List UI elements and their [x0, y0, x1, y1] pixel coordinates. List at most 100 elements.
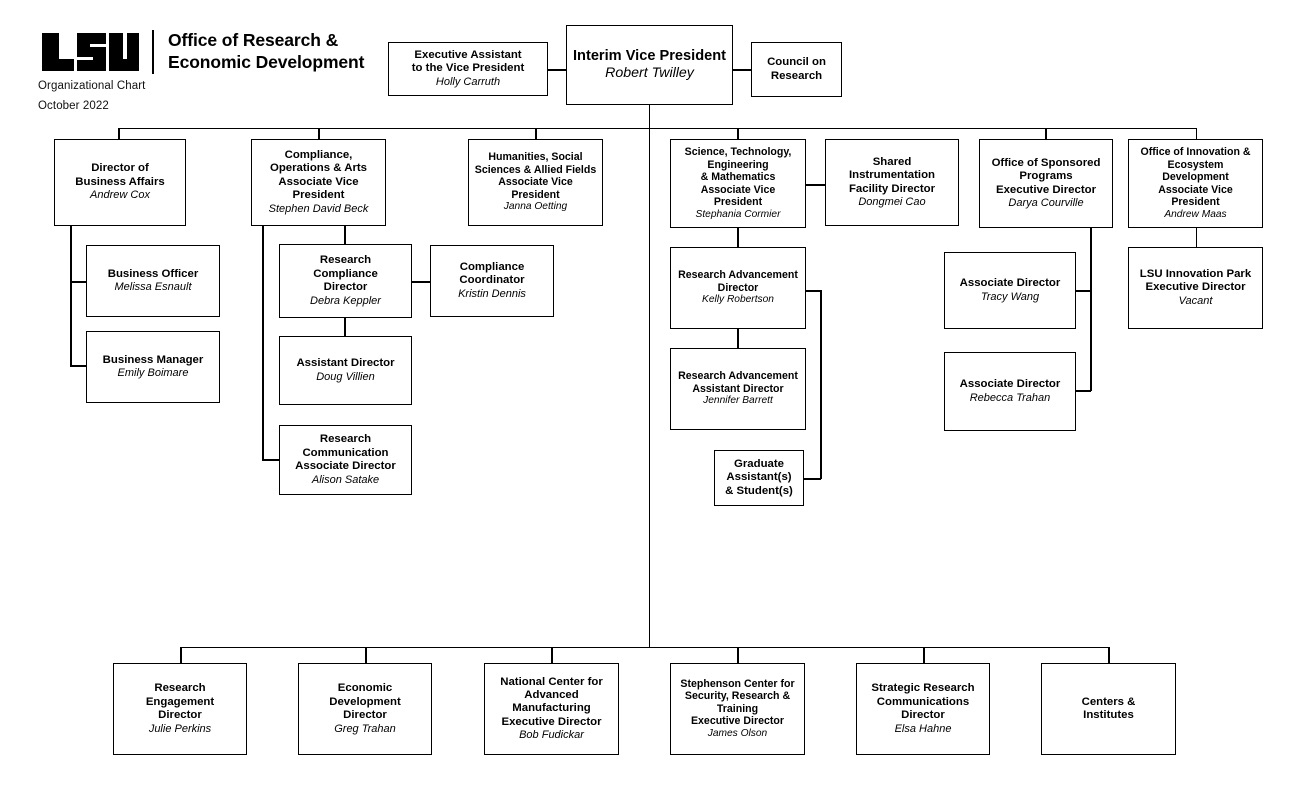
logo-divider [152, 30, 154, 74]
node-business-manager[interactable]: Business Manager Emily Boimare [86, 331, 220, 403]
node-title: Shared Instrumentation Facility Director [848, 155, 936, 195]
node-title: Associate Director [959, 378, 1061, 391]
node-assistant-director[interactable]: Assistant Director Doug Villien [279, 336, 412, 405]
edge-bottom-centers-institutes [1108, 647, 1110, 663]
node-title: Director of Business Affairs [75, 162, 165, 188]
edge-rad-raad [737, 329, 739, 348]
node-research-engagement[interactable]: Research Engagement Director Julie Perki… [113, 663, 247, 755]
edge-business-affairs-drop [70, 226, 72, 366]
node-research-communication[interactable]: Research Communication Associate Directo… [279, 425, 412, 495]
node-title: Research Advancement Director [678, 269, 798, 294]
node-research-advancement-assistant-director[interactable]: Research Advancement Assistant Director … [670, 348, 806, 430]
edge-bottom-stephenson [737, 647, 739, 663]
node-title: Office of Sponsored Programs Executive D… [991, 156, 1101, 196]
node-person: Andrew Maas [1164, 208, 1227, 220]
edge-sponsored-drop [1090, 228, 1092, 391]
node-ncam[interactable]: National Center for Advanced Manufacturi… [484, 663, 619, 755]
edge-rad-grad-drop [820, 290, 822, 479]
node-person: Holly Carruth [435, 75, 501, 88]
node-title: Humanities, Social Sciences & Allied Fie… [474, 151, 597, 201]
edge-compliance-to-rcd [344, 226, 346, 244]
edge-vp-exec-assistant [548, 69, 566, 71]
node-compliance-avp[interactable]: Compliance, Operations & Arts Associate … [251, 139, 386, 226]
edge-rad-grad-top [806, 290, 821, 292]
node-title: National Center for Advanced Manufacturi… [500, 675, 603, 728]
node-person: Vacant [1178, 294, 1213, 307]
node-person: Kristin Dennis [458, 287, 526, 300]
node-title: Research Engagement Director [145, 682, 215, 722]
edge-bus-innovation [1195, 128, 1197, 139]
node-person: Doug Villien [316, 370, 375, 383]
org-name: Office of Research & Economic Developmen… [168, 30, 365, 72]
edge-bus-humanities [535, 128, 537, 139]
node-shared-instrumentation[interactable]: Shared Instrumentation Facility Director… [825, 139, 959, 226]
node-council-on-research[interactable]: Council on Research [751, 42, 842, 97]
edge-stem-rad [737, 228, 739, 247]
node-title: Compliance Coordinator [459, 260, 525, 287]
node-person: Robert Twilley [605, 65, 694, 82]
node-research-compliance-director[interactable]: Research Compliance Director Debra Keppl… [279, 244, 412, 318]
node-research-advancement-director[interactable]: Research Advancement Director Kelly Robe… [670, 247, 806, 329]
edge-bottom-strategic-comms [923, 647, 925, 663]
node-title: Compliance, Operations & Arts Associate … [269, 149, 368, 202]
node-director-business-affairs[interactable]: Director of Business Affairs Andrew Cox [54, 139, 186, 226]
node-title: Executive Assistant to the Vice Presiden… [411, 48, 525, 75]
edge-bus-compliance [318, 128, 320, 139]
edge-rcd-compliance-coordinator [412, 281, 430, 283]
node-title: Science, Technology, Engineering & Mathe… [684, 146, 792, 209]
chart-date: October 2022 [38, 100, 109, 112]
node-person: Janna Oetting [503, 201, 568, 213]
edge-bottom-economic-development [365, 647, 367, 663]
node-centers-institutes[interactable]: Centers & Institutes [1041, 663, 1176, 755]
node-stem-avp[interactable]: Science, Technology, Engineering & Mathe… [670, 139, 806, 228]
lsu-wordmark-icon [42, 33, 139, 71]
node-person: Melissa Esnault [114, 281, 192, 294]
edge-bottom-research-engagement [180, 647, 182, 663]
bottom-bus [180, 646, 1108, 648]
edge-bus-business-affairs [118, 128, 120, 139]
node-lsu-innovation-park[interactable]: LSU Innovation Park Executive Director V… [1128, 247, 1263, 329]
node-economic-development[interactable]: Economic Development Director Greg Traha… [298, 663, 432, 755]
edge-bottom-ncam [551, 647, 553, 663]
chart-label: Organizational Chart [38, 80, 146, 92]
node-title: Economic Development Director [329, 682, 401, 722]
node-innovation-avp[interactable]: Office of Innovation & Ecosystem Develop… [1128, 139, 1263, 228]
node-person: Tracy Wang [980, 290, 1040, 303]
node-person: James Olson [707, 727, 768, 739]
node-title: Office of Innovation & Ecosystem Develop… [1140, 146, 1251, 209]
node-title: Research Compliance Director [313, 254, 378, 294]
node-sponsored-programs[interactable]: Office of Sponsored Programs Executive D… [979, 139, 1113, 228]
edge-vp-stem [648, 105, 650, 128]
node-person: Rebecca Trahan [969, 391, 1051, 404]
node-stephenson-center[interactable]: Stephenson Center for Security, Research… [670, 663, 805, 755]
node-graduate-assistants[interactable]: Graduate Assistant(s) & Student(s) [714, 450, 804, 506]
edge-research-communication [262, 459, 279, 461]
node-title: Research Communication Associate Directo… [295, 433, 396, 473]
node-person: Jennifer Barrett [703, 395, 773, 407]
node-person: Andrew Cox [90, 189, 150, 202]
node-person: Stephania Cormier [695, 208, 781, 220]
main-bus [118, 127, 1196, 129]
node-associate-director-wang[interactable]: Associate Director Tracy Wang [944, 252, 1076, 329]
edge-assoc-director-trahan [1076, 390, 1091, 392]
node-exec-assistant[interactable]: Executive Assistant to the Vice Presiden… [388, 42, 548, 96]
node-associate-director-trahan[interactable]: Associate Director Rebecca Trahan [944, 352, 1076, 431]
edge-vp-council [733, 69, 751, 71]
node-interim-vp[interactable]: Interim Vice President Robert Twilley [566, 25, 733, 105]
node-title: Business Manager [102, 353, 204, 366]
node-title: Research Advancement Assistant Director [678, 370, 798, 395]
node-title: Interim Vice President [572, 47, 727, 64]
node-business-officer[interactable]: Business Officer Melissa Esnault [86, 245, 220, 317]
edge-grad-assistants [804, 478, 821, 480]
node-compliance-coordinator[interactable]: Compliance Coordinator Kristin Dennis [430, 245, 554, 317]
node-person: Debra Keppler [310, 294, 381, 307]
node-person: Julie Perkins [148, 722, 212, 735]
node-humanities-avp[interactable]: Humanities, Social Sciences & Allied Fie… [468, 139, 603, 226]
node-title: Stephenson Center for Security, Research… [680, 677, 795, 728]
node-title: LSU Innovation Park Executive Director [1139, 267, 1252, 294]
edge-compliance-drop [262, 226, 264, 460]
node-person: Bob Fudickar [519, 729, 584, 742]
edge-business-manager [70, 365, 86, 367]
node-strategic-research-comms[interactable]: Strategic Research Communications Direct… [856, 663, 990, 755]
edge-rcd-assistant-director [344, 318, 346, 336]
